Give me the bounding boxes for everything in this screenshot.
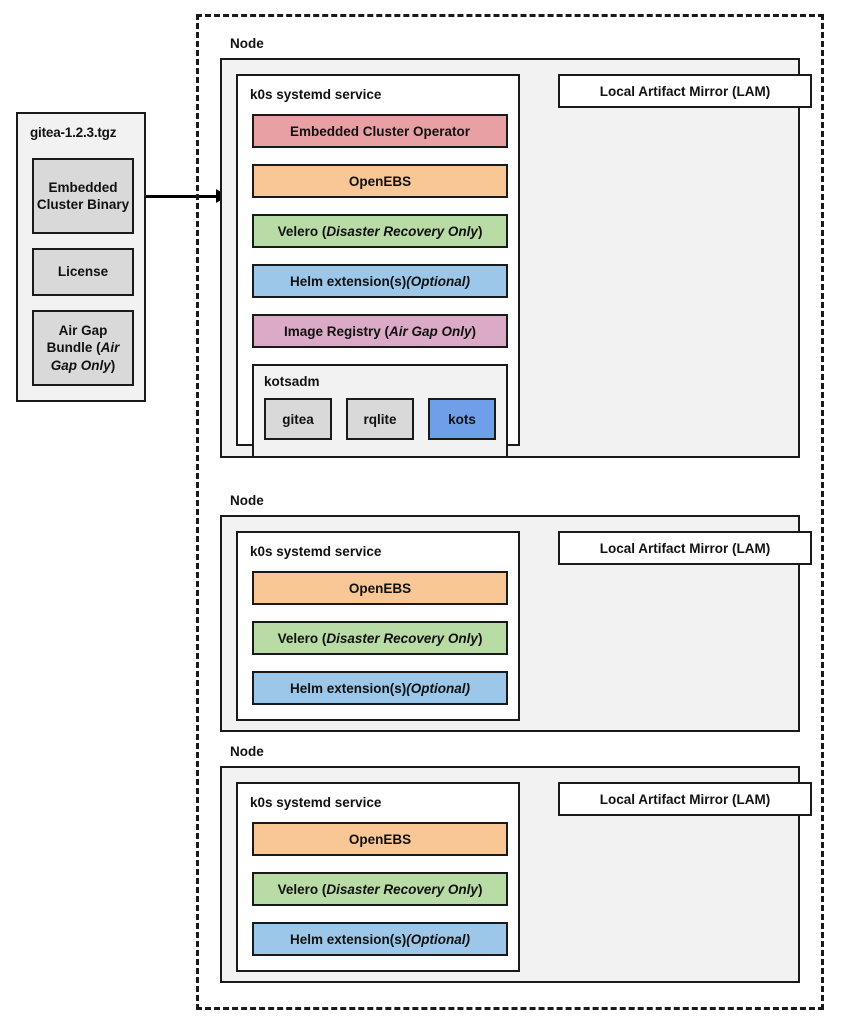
service-label: Velero ( — [277, 881, 327, 897]
kotsadm-pod-rqlite: rqlite — [346, 398, 414, 440]
service-label-emphasis: Disaster Recovery Only — [326, 630, 478, 646]
service-label-suffix: ) — [477, 223, 483, 239]
bundle-item-air-gap-bundle: Air Gap Bundle (Air Gap Only) — [32, 310, 134, 386]
bundle-item-label: Air Gap Bundle (Air Gap Only) — [46, 323, 120, 373]
service-label-emphasis: (Optional) — [406, 931, 471, 947]
node-label: Node — [230, 493, 264, 508]
service-label: Helm extension(s) — [289, 931, 407, 947]
service-label: OpenEBS — [348, 580, 412, 596]
service-label: Image Registry ( — [283, 323, 389, 339]
service-velero-disaster-recovery-only: Velero (Disaster Recovery Only) — [252, 621, 508, 655]
kotsadm-pod-gitea: gitea — [264, 398, 332, 440]
kotsadm-title: kotsadm — [264, 374, 320, 389]
service-label: Velero ( — [277, 630, 327, 646]
service-label: Helm extension(s) — [289, 680, 407, 696]
service-helm-extension-s-optional: Helm extension(s) (Optional) — [252, 922, 508, 956]
service-helm-extension-s-optional: Helm extension(s) (Optional) — [252, 264, 508, 298]
node-label: Node — [230, 744, 264, 759]
service-label: OpenEBS — [348, 173, 412, 189]
service-image-registry-air-gap-only: Image Registry (Air Gap Only) — [252, 314, 508, 348]
local-artifact-mirror-box: Local Artifact Mirror (LAM) — [558, 531, 812, 565]
service-label-emphasis: Disaster Recovery Only — [326, 223, 478, 239]
local-artifact-mirror-box: Local Artifact Mirror (LAM) — [558, 782, 812, 816]
service-label: Velero ( — [277, 223, 327, 239]
service-label-emphasis: Disaster Recovery Only — [326, 881, 478, 897]
bundle-item-label: License — [57, 264, 109, 280]
service-helm-extension-s-optional: Helm extension(s) (Optional) — [252, 671, 508, 705]
service-velero-disaster-recovery-only: Velero (Disaster Recovery Only) — [252, 214, 508, 248]
service-label-emphasis: (Optional) — [406, 680, 471, 696]
service-label-emphasis: (Optional) — [406, 273, 471, 289]
service-label: OpenEBS — [348, 831, 412, 847]
service-label-suffix: ) — [477, 881, 483, 897]
bundle-title: gitea-1.2.3.tgz — [30, 125, 117, 140]
service-label-emphasis: Air Gap Only — [389, 323, 472, 339]
k0s-systemd-service-title: k0s systemd service — [250, 87, 382, 102]
bundle-to-node-arrow-line — [146, 195, 222, 198]
service-label-suffix: ) — [471, 323, 477, 339]
k0s-systemd-service-title: k0s systemd service — [250, 795, 382, 810]
kotsadm-box: kotsadm gitea rqlite kots — [252, 364, 508, 458]
service-label-suffix: ) — [477, 630, 483, 646]
bundle-item-embedded-cluster-binary: Embedded Cluster Binary — [32, 158, 134, 234]
service-label: Embedded Cluster Operator — [289, 123, 471, 139]
service-label: Helm extension(s) — [289, 273, 407, 289]
bundle-item-label: Embedded Cluster Binary — [36, 179, 130, 212]
service-velero-disaster-recovery-only: Velero (Disaster Recovery Only) — [252, 872, 508, 906]
service-openebs: OpenEBS — [252, 164, 508, 198]
node-label: Node — [230, 36, 264, 51]
service-openebs: OpenEBS — [252, 822, 508, 856]
local-artifact-mirror-box: Local Artifact Mirror (LAM) — [558, 74, 812, 108]
k0s-systemd-service-title: k0s systemd service — [250, 544, 382, 559]
service-openebs: OpenEBS — [252, 571, 508, 605]
bundle-item-license: License — [32, 248, 134, 296]
bundle-container: gitea-1.2.3.tgz Embedded Cluster Binary … — [16, 112, 146, 402]
kotsadm-pod-kots: kots — [428, 398, 496, 440]
cluster-boundary — [196, 14, 824, 1010]
service-embedded-cluster-operator: Embedded Cluster Operator — [252, 114, 508, 148]
